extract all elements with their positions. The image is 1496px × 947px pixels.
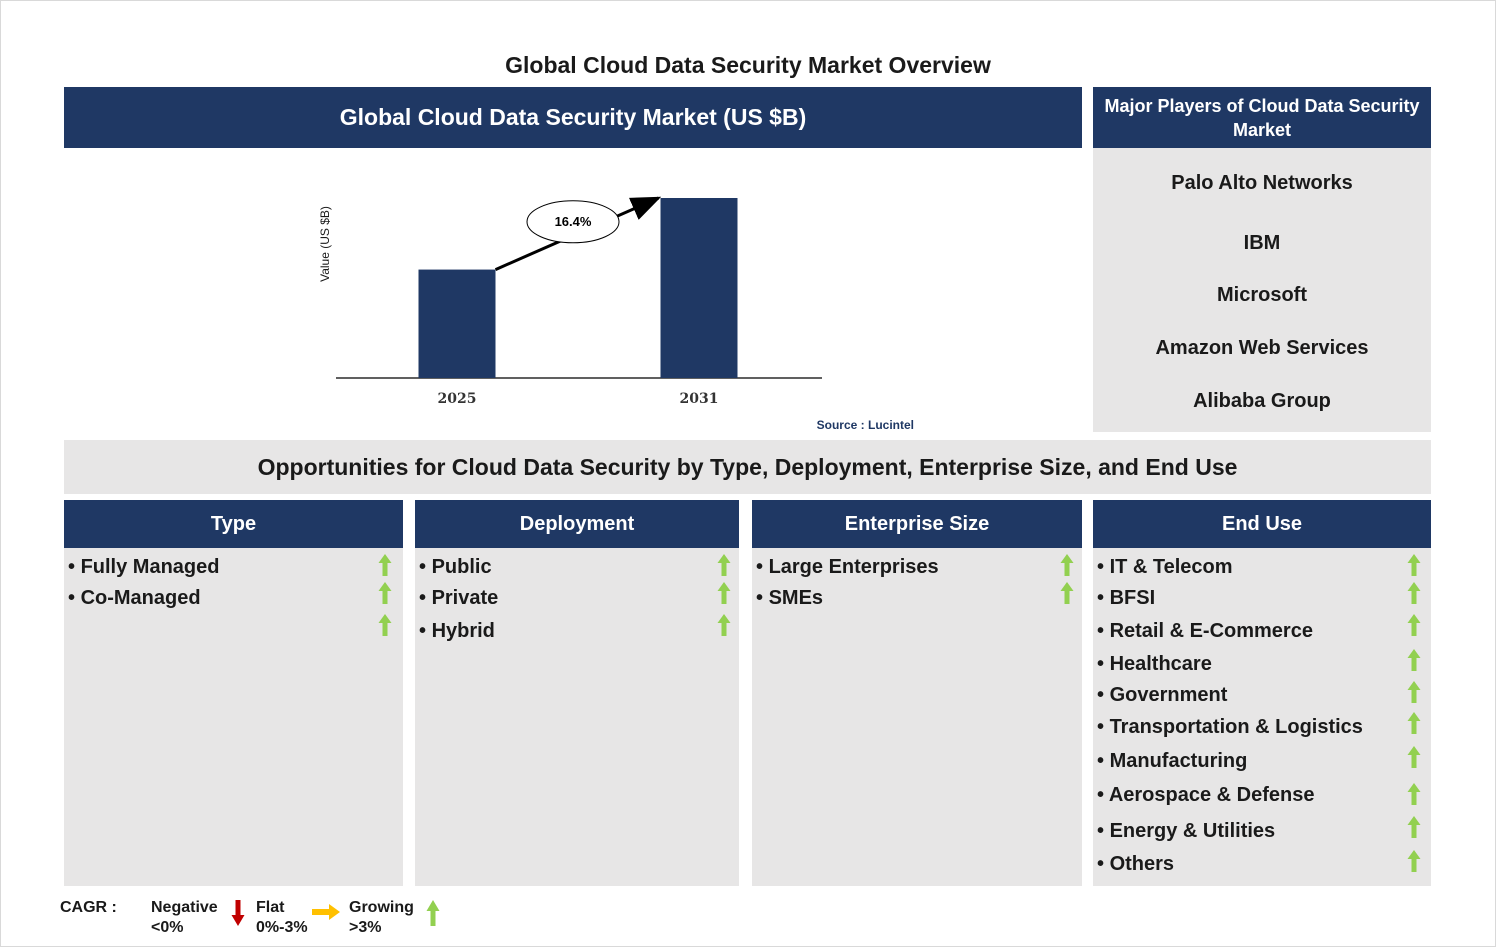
- list-item: • Private: [419, 587, 499, 609]
- opportunities-title: Opportunities for Cloud Data Security by…: [64, 440, 1431, 494]
- growing-arrow-icon: [378, 582, 392, 604]
- list-item: • Aerospace & Defense: [1097, 784, 1315, 806]
- players-list: Palo Alto Networks IBM Microsoft Amazon …: [1093, 148, 1431, 432]
- growing-arrow-icon: [1407, 746, 1421, 768]
- column-enterprise-size: • Large Enterprises • SMEs: [752, 548, 1082, 886]
- column-type: • Fully Managed • Co-Managed: [64, 548, 403, 886]
- legend-growing: Growing >3%: [349, 898, 414, 938]
- player-aws: Amazon Web Services: [1155, 337, 1369, 359]
- y-axis-label: Value (US $B): [318, 206, 332, 282]
- bar-2031: [660, 198, 738, 378]
- column-deployment: • Public • Private • Hybrid: [415, 548, 739, 886]
- player-ibm: IBM: [1243, 232, 1281, 254]
- list-item: • Manufacturing: [1097, 750, 1248, 772]
- list-item: • IT & Telecom: [1097, 556, 1233, 578]
- list-item: • SMEs: [756, 587, 824, 609]
- player-alibaba: Alibaba Group: [1193, 390, 1331, 412]
- column-header-deployment: Deployment: [415, 500, 739, 548]
- growing-arrow-icon: [717, 614, 731, 636]
- growing-arrow-icon: [1407, 712, 1421, 734]
- legend-growing-range: >3%: [349, 919, 382, 936]
- growing-arrow-icon: [1407, 681, 1421, 703]
- growing-arrow-icon: [717, 554, 731, 576]
- legend-flat: Flat 0%-3%: [256, 898, 308, 938]
- column-header-enterprise-size: Enterprise Size: [752, 500, 1082, 548]
- flat-arrow-icon: [312, 904, 340, 920]
- legend-negative-name: Negative: [151, 899, 218, 916]
- growing-arrow-icon: [1060, 554, 1074, 576]
- legend-flat-name: Flat: [256, 899, 285, 916]
- list-item: • Large Enterprises: [756, 556, 939, 578]
- growing-arrow-icon: [717, 582, 731, 604]
- list-item: • Others: [1097, 853, 1175, 875]
- growing-arrow-icon: [1407, 614, 1421, 636]
- list-item: • Energy & Utilities: [1097, 820, 1276, 842]
- x-tick-label: 2025: [438, 391, 477, 407]
- x-tick-label: 2031: [680, 391, 719, 407]
- growing-arrow-icon: [1407, 554, 1421, 576]
- negative-arrow-icon: [231, 900, 245, 926]
- column-header-end-use: End Use: [1093, 500, 1431, 548]
- chart-header: Global Cloud Data Security Market (US $B…: [64, 87, 1082, 148]
- column-end-use: • IT & Telecom • BFSI • Retail & E-Comme…: [1093, 548, 1431, 886]
- list-item: • Hybrid: [419, 620, 495, 642]
- growing-arrow-icon: [1407, 783, 1421, 805]
- market-chart: Value (US $B) 2025 2031 16.4% Source : Lu…: [318, 196, 914, 432]
- player-microsoft: Microsoft: [1217, 284, 1307, 306]
- legend-flat-range: 0%-3%: [256, 919, 308, 936]
- growing-arrow-icon: [1407, 582, 1421, 604]
- list-item: • Government: [1097, 684, 1228, 706]
- growing-arrow-icon: [378, 554, 392, 576]
- cagr-bubble: [526, 200, 620, 244]
- list-item: • Transportation & Logistics: [1097, 716, 1363, 738]
- players-header: Major Players of Cloud Data Security Mar…: [1093, 87, 1431, 148]
- bar-2025: [418, 269, 496, 378]
- cagr-label: 16.4%: [555, 214, 592, 229]
- growing-arrow-icon: [1060, 582, 1074, 604]
- player-palo-alto: Palo Alto Networks: [1171, 172, 1353, 194]
- list-item: • Public: [419, 556, 492, 578]
- growing-arrow-icon: [1407, 850, 1421, 872]
- list-item: • Retail & E-Commerce: [1097, 620, 1313, 642]
- legend-negative: Negative <0%: [151, 898, 218, 938]
- legend-negative-range: <0%: [151, 919, 184, 936]
- list-item: • Healthcare: [1097, 653, 1212, 675]
- list-item: • Co-Managed: [68, 587, 201, 609]
- growing-arrow-icon: [1407, 816, 1421, 838]
- page-title: Global Cloud Data Security Market Overvi…: [505, 52, 991, 78]
- list-item: • BFSI: [1097, 587, 1156, 609]
- growing-arrow-icon: [426, 900, 440, 926]
- legend-growing-name: Growing: [349, 899, 414, 916]
- list-item: • Fully Managed: [68, 556, 220, 578]
- growing-arrow-icon: [1407, 649, 1421, 671]
- cagr-legend-label: CAGR :: [60, 899, 117, 916]
- column-header-type: Type: [64, 500, 403, 548]
- chart-source: Source : Lucintel: [817, 418, 914, 432]
- growing-arrow-icon: [378, 614, 392, 636]
